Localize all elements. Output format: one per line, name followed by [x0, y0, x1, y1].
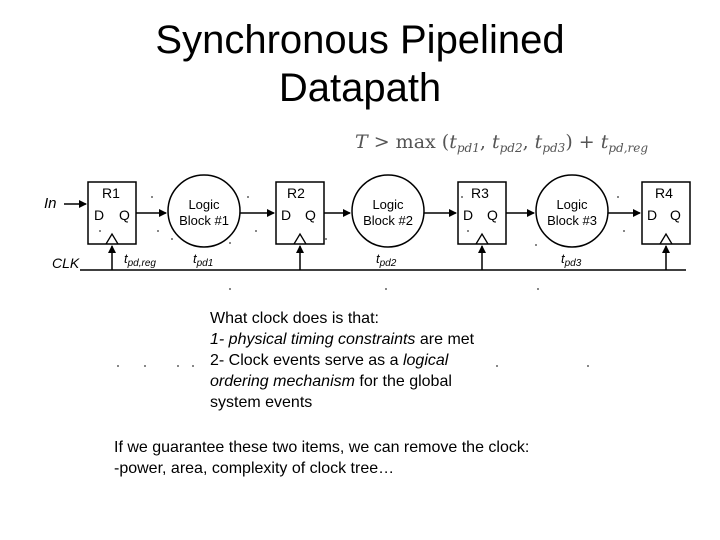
input-label: In: [44, 195, 57, 212]
note-line-3-italic: logical: [402, 352, 449, 369]
logic-block-3-line2: Block #3: [547, 213, 597, 228]
logic-block-3-line1: Logic: [556, 197, 588, 212]
delay-label-pd2: tpd2: [376, 251, 397, 269]
clock-purpose-note: What clock does is that: 1- physical tim…: [210, 308, 474, 413]
register-r4-d: D: [647, 207, 657, 223]
logic-block-1-line2: Block #1: [179, 213, 229, 228]
register-r2-d: D: [281, 207, 291, 223]
register-r4-name: R4: [655, 185, 673, 201]
conclusion-text: If we guarantee these two items, we can …: [114, 437, 529, 479]
note-line-2: 1- physical timing constraints are met: [210, 329, 474, 350]
register-r2-name: R2: [287, 185, 305, 201]
note-line-1: What clock does is that:: [210, 310, 379, 327]
register-r4-q: Q: [670, 207, 681, 223]
note-line-2-rest: are met: [415, 331, 475, 348]
register-r1-d: D: [94, 207, 104, 223]
logic-block-3: Logic Block #3: [535, 174, 609, 248]
delay-label-pd3: tpd3: [561, 251, 582, 269]
logic-block-2: Logic Block #2: [351, 174, 425, 248]
logic-block-2-line1: Logic: [372, 197, 404, 212]
slide-title: Synchronous Pipelined Datapath: [0, 16, 720, 112]
conclusion-line-2: -power, area, complexity of clock tree…: [114, 460, 395, 477]
logic-block-1: Logic Block #1: [167, 174, 241, 248]
note-line-4-rest: for the global: [354, 373, 452, 390]
register-r3-d: D: [463, 207, 473, 223]
register-r2: R2 D Q: [275, 181, 325, 245]
note-line-2-italic: 1- physical timing constraints: [210, 331, 416, 348]
register-r2-q: Q: [305, 207, 316, 223]
stray-dots: [99, 196, 625, 367]
clock-label: CLK: [52, 255, 80, 271]
note-line-5: system events: [210, 394, 313, 411]
register-r1-name: R1: [102, 185, 120, 201]
delay-label-pd1: tpd1: [193, 251, 213, 269]
register-r3: R3 D Q: [457, 181, 507, 245]
conclusion-line-1: If we guarantee these two items, we can …: [114, 439, 530, 456]
note-line-3-start: 2- Clock events serve as a: [210, 352, 403, 369]
register-r4: R4 D Q: [641, 181, 691, 245]
title-line-2: Datapath: [278, 66, 442, 110]
register-r3-name: R3: [471, 185, 489, 201]
logic-block-1-line1: Logic: [188, 197, 220, 212]
register-r1-q: Q: [119, 207, 130, 223]
logic-block-2-line2: Block #2: [363, 213, 413, 228]
note-line-3: 2- Clock events serve as a logical: [210, 350, 474, 371]
register-r3-q: Q: [487, 207, 498, 223]
clock-period-formula: T > max (tpd1, tpd2, tpd3) + tpd,reg: [355, 131, 648, 155]
note-line-4-italic: ordering mechanism: [210, 373, 355, 390]
register-r1: R1 D Q: [87, 181, 137, 245]
delay-label-reg: tpd,reg: [124, 251, 156, 269]
note-line-4: ordering mechanism for the global: [210, 371, 474, 392]
title-line-1: Synchronous Pipelined: [155, 18, 565, 62]
